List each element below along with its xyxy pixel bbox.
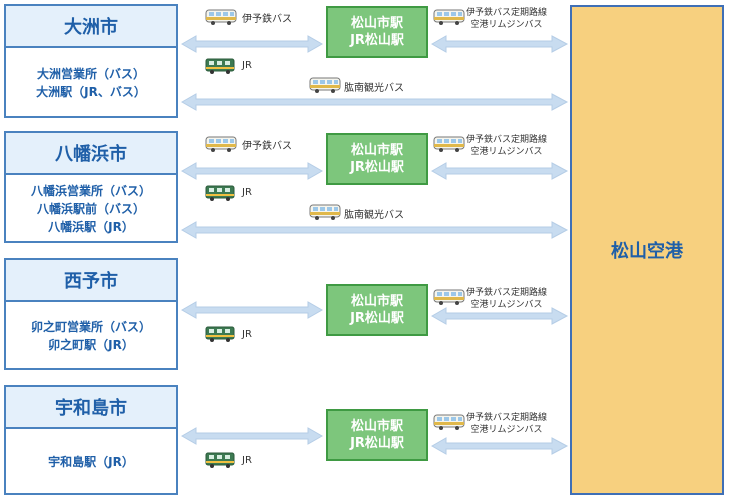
limousine-label: 伊予鉄バス定期路線 空港リムジンバス xyxy=(466,287,547,311)
stop-label: 宇和島駅（JR） xyxy=(48,455,134,469)
arrow-direct-to-airport xyxy=(180,221,569,239)
station-name: 松山市駅 xyxy=(350,419,403,434)
bus-icon xyxy=(433,414,465,430)
jr-label: JR xyxy=(242,60,252,71)
arrow-station-to-airport xyxy=(430,162,569,180)
station-box-matsuyama: 松山市駅 JR松山駅 xyxy=(326,6,428,58)
arrow-jr-to-station xyxy=(180,301,324,319)
limousine-line: 伊予鉄バス定期路線 xyxy=(466,413,548,423)
train-icon xyxy=(205,326,235,342)
stop-label: 八幡浜駅前（バス） xyxy=(36,202,145,216)
city-box-uwajima: 宇和島市 宇和島駅（JR） xyxy=(4,385,178,495)
station-name: JR松山駅 xyxy=(350,436,404,451)
stop-label: 大洲営業所（バス） xyxy=(36,67,145,81)
arrow-bus-to-station xyxy=(180,35,324,53)
city-stops: 卯之町営業所（バス） 卯之町駅（JR） xyxy=(6,302,176,370)
city-name: 大洲市 xyxy=(6,6,176,48)
bus-icon xyxy=(309,77,341,93)
city-stops: 宇和島駅（JR） xyxy=(6,429,176,495)
airport-name: 松山空港 xyxy=(611,241,683,262)
station-box-matsuyama: 松山市駅 JR松山駅 xyxy=(326,133,428,185)
arrow-station-to-airport xyxy=(430,307,569,325)
arrow-station-to-airport xyxy=(430,437,569,455)
limousine-line: 伊予鉄バス定期路線 xyxy=(466,135,548,145)
stop-label: 卯之町営業所（バス） xyxy=(30,320,151,334)
bus-icon xyxy=(433,9,465,25)
stop-label: 卯之町駅（JR） xyxy=(48,338,134,352)
train-icon xyxy=(205,58,235,74)
bus-icon xyxy=(433,289,465,305)
city-box-ozu: 大洲市 大洲営業所（バス） 大洲駅（JR、バス） xyxy=(4,4,178,118)
arrow-bus-to-station xyxy=(180,162,324,180)
station-box-matsuyama: 松山市駅 JR松山駅 xyxy=(326,284,428,336)
bus-icon xyxy=(205,136,237,152)
station-name: JR松山駅 xyxy=(350,311,404,326)
arrow-jr-to-station xyxy=(180,427,324,445)
city-stops: 八幡浜営業所（バス） 八幡浜駅前（バス） 八幡浜駅（JR） xyxy=(6,175,176,243)
station-name: JR松山駅 xyxy=(350,33,404,48)
station-name: 松山市駅 xyxy=(350,143,403,158)
station-name: 松山市駅 xyxy=(350,16,403,31)
limousine-line: 空港リムジンバス xyxy=(470,425,543,435)
city-name: 八幡浜市 xyxy=(6,133,176,175)
limousine-label: 伊予鉄バス定期路線 空港リムジンバス xyxy=(466,412,547,436)
train-icon xyxy=(205,452,235,468)
arrow-station-to-airport xyxy=(430,35,569,53)
direct-bus-label: 肱南観光バス xyxy=(344,210,404,221)
jr-label: JR xyxy=(242,329,252,340)
bus-label: 伊予鉄バス xyxy=(242,14,292,25)
city-name: 西予市 xyxy=(6,260,176,302)
city-box-yawatahama: 八幡浜市 八幡浜営業所（バス） 八幡浜駅前（バス） 八幡浜駅（JR） xyxy=(4,131,178,243)
city-stops: 大洲営業所（バス） 大洲駅（JR、バス） xyxy=(6,48,176,118)
station-name: 松山市駅 xyxy=(350,294,403,309)
bus-label: 伊予鉄バス xyxy=(242,141,292,152)
city-name: 宇和島市 xyxy=(6,387,176,429)
airport-box: 松山空港 xyxy=(570,5,724,495)
limousine-label: 伊予鉄バス定期路線 空港リムジンバス xyxy=(466,134,547,158)
limousine-line: 空港リムジンバス xyxy=(470,20,543,30)
bus-icon xyxy=(433,136,465,152)
stop-label: 八幡浜営業所（バス） xyxy=(30,184,151,198)
stop-label: 八幡浜駅（JR） xyxy=(48,220,134,234)
train-icon xyxy=(205,185,235,201)
jr-label: JR xyxy=(242,187,252,198)
city-box-seiyo: 西予市 卯之町営業所（バス） 卯之町駅（JR） xyxy=(4,258,178,370)
stop-label: 大洲駅（JR、バス） xyxy=(36,85,146,99)
station-box-matsuyama: 松山市駅 JR松山駅 xyxy=(326,409,428,461)
arrow-direct-to-airport xyxy=(180,93,569,111)
jr-label: JR xyxy=(242,455,252,466)
limousine-label: 伊予鉄バス定期路線 空港リムジンバス xyxy=(466,7,547,31)
bus-icon xyxy=(205,9,237,25)
direct-bus-label: 肱南観光バス xyxy=(344,83,404,94)
limousine-line: 伊予鉄バス定期路線 xyxy=(466,288,548,298)
limousine-line: 空港リムジンバス xyxy=(470,300,543,310)
limousine-line: 空港リムジンバス xyxy=(470,147,543,157)
limousine-line: 伊予鉄バス定期路線 xyxy=(466,8,548,18)
bus-icon xyxy=(309,204,341,220)
station-name: JR松山駅 xyxy=(350,160,404,175)
